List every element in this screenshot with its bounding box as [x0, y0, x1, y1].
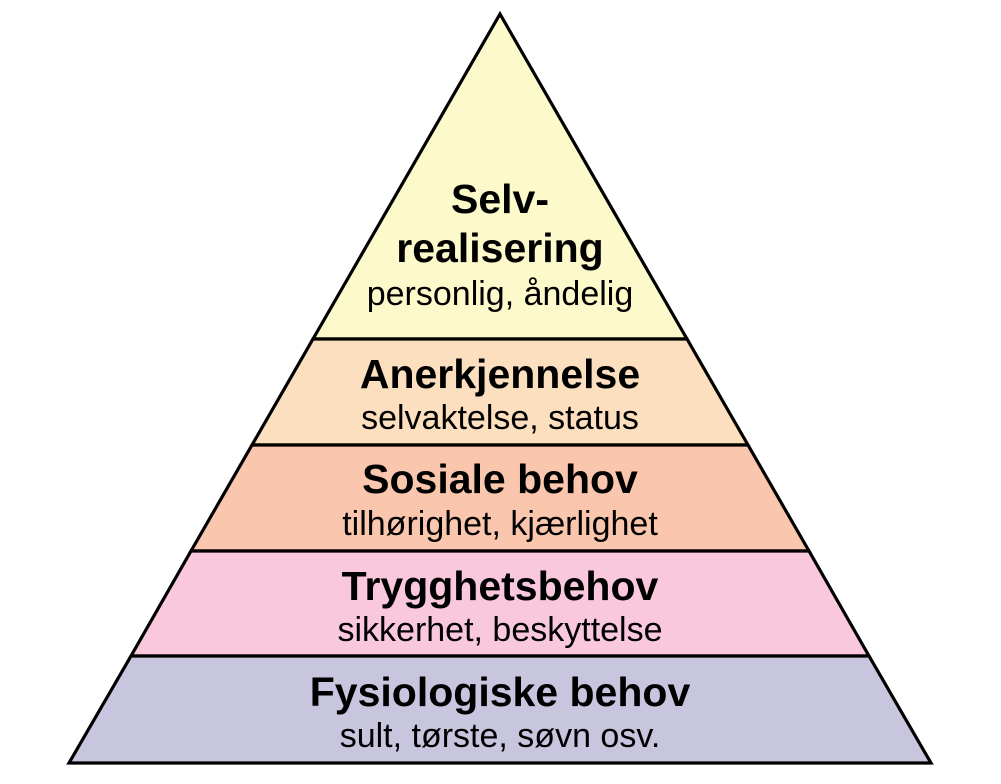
pyramid-level-fysiologiske-behov: Fysiologiske behov sult, tørste, søvn os… [66, 654, 934, 765]
trygghetsbehov-subtitle: sikkerhet, beskyttelse [337, 611, 662, 649]
pyramid-level-anerkjennelse: Anerkjennelse selvaktelse, status [249, 337, 751, 447]
pyramid-level-selvrealisering: Selv- realisering personlig, åndelig [310, 10, 690, 341]
anerkjennelse-subtitle: selvaktelse, status [361, 399, 639, 437]
selvrealisering-subtitle: personlig, åndelig [367, 275, 634, 313]
trygghetsbehov-title: Trygghetsbehov [342, 563, 659, 609]
fysiologiske-behov-subtitle: sult, tørste, søvn osv. [340, 717, 661, 755]
selvrealisering-title-line2: realisering [396, 225, 603, 271]
sosiale-behov-subtitle: tilhørighet, kjærlighet [342, 505, 658, 543]
pyramid-level-sosiale-behov: Sosiale behov tilhørighet, kjærlighet [188, 443, 812, 553]
fysiologiske-behov-shape [66, 654, 934, 765]
pyramid-level-trygghetsbehov: Trygghetsbehov sikkerhet, beskyttelse [128, 549, 872, 658]
fysiologiske-behov-title: Fysiologiske behov [310, 669, 691, 715]
selvrealisering-title-line1: Selv- [451, 176, 549, 222]
sosiale-behov-title: Sosiale behov [362, 456, 638, 502]
anerkjennelse-title: Anerkjennelse [360, 351, 640, 397]
